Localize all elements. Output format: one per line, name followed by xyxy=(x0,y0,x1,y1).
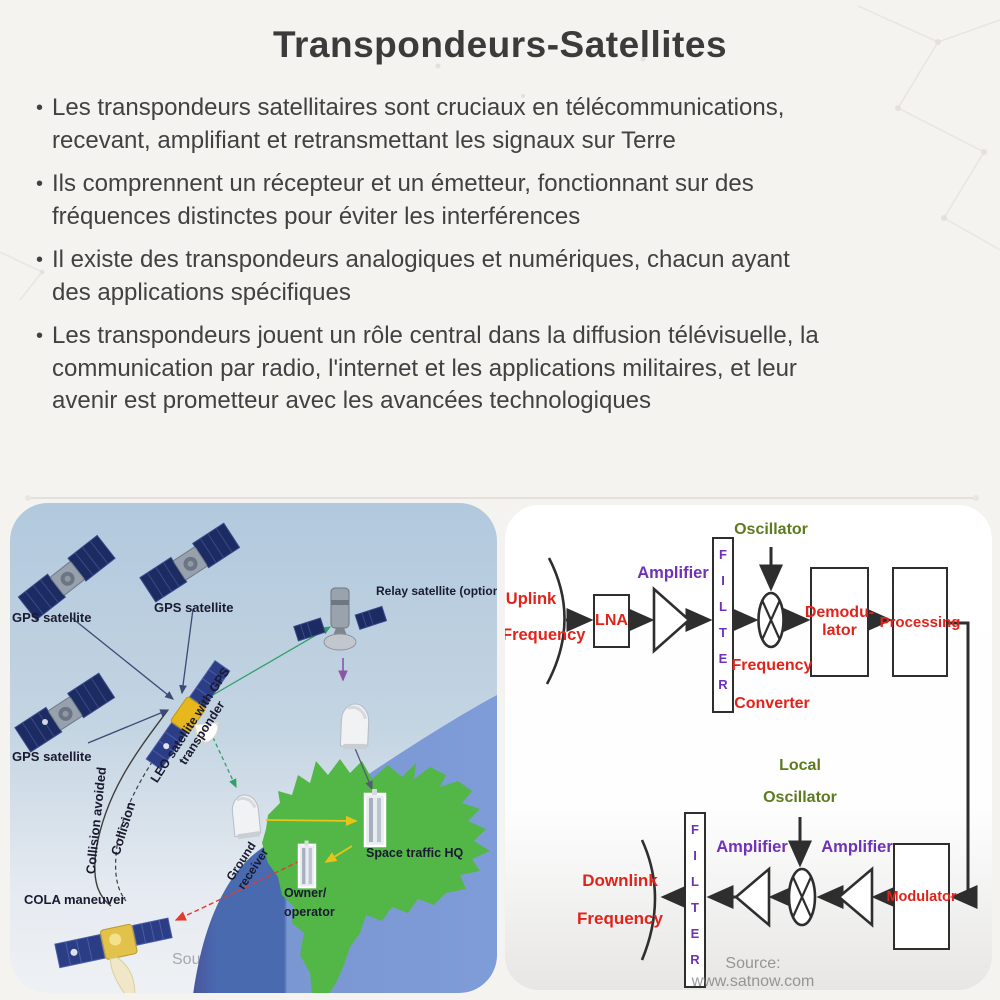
downlink-frequency-label2: Frequency xyxy=(577,909,663,928)
hq-to-owner-arrow xyxy=(324,845,353,863)
bullet-text: Ils comprennent un récepteur et un émett… xyxy=(52,170,754,197)
gps3-to-leo-arrow xyxy=(87,709,170,744)
panel-glint xyxy=(42,719,48,725)
collision-avoided-path xyxy=(94,709,169,907)
bullet-item: • Ils comprennent un récepteur et un éme… xyxy=(36,168,976,233)
ground-to-hq-arrow xyxy=(265,815,358,826)
right-source-watermark: Source: www.satnow.com xyxy=(691,955,815,990)
demodulator-box: Demodu- lator xyxy=(805,567,874,677)
bullet-text: communication par radio, l'internet et l… xyxy=(52,354,797,382)
processing-box: Processing xyxy=(880,567,960,677)
amplifier-top-label: Amplifier xyxy=(637,564,709,582)
space-traffic-hq-building xyxy=(363,787,387,848)
gps-satellite-label-2: GPS satellite xyxy=(154,600,234,615)
cola-satellite xyxy=(54,917,173,993)
lna-box: LNA xyxy=(593,594,630,648)
earth-globe xyxy=(193,695,497,993)
gps1-to-leo-arrow xyxy=(71,617,175,700)
filter-bottom-box: FILTER xyxy=(684,812,706,988)
relay-satellite xyxy=(293,587,388,651)
block-diagram-drawing xyxy=(545,547,978,961)
oscillator-top-label: Oscillator xyxy=(734,521,808,538)
bullet-text: Il existe des transpondeurs analogiques … xyxy=(52,246,790,273)
local-oscillator-label2: Oscillator xyxy=(763,789,837,806)
divider-line xyxy=(25,495,979,501)
gps2-to-leo-arrow xyxy=(179,608,194,695)
filter-top-box: FILTER xyxy=(712,537,734,713)
leo-to-ground-arrow xyxy=(209,730,237,789)
gps-satellite-3 xyxy=(14,672,116,753)
amplifier-bottom-left-label: Amplifier xyxy=(716,838,788,856)
bullet-text: Les transpondeurs satellitaires sont cru… xyxy=(52,94,785,121)
owner-operator-building xyxy=(297,839,317,889)
amplifier-bottom-right-label: Amplifier xyxy=(821,838,893,856)
leo-satellite xyxy=(145,659,231,771)
link-arrows xyxy=(71,608,373,921)
bullet-dot: • xyxy=(36,325,44,347)
gps-satellite-label-3: GPS satellite xyxy=(12,749,92,764)
bullet-item: • Les transpondeurs satellitaires sont c… xyxy=(36,92,976,157)
bullet-dot: • xyxy=(36,97,44,119)
owner-operator-label: Owner/operator xyxy=(284,886,335,919)
bullet-dot: • xyxy=(36,249,44,271)
bullet-text: Les transpondeurs jouent un rôle central… xyxy=(52,322,819,349)
bullet-text: recevant, amplifiant et retransmettant l… xyxy=(52,126,676,154)
frequency-converter-label: Frequency xyxy=(731,657,813,674)
uplink-frequency-label2: Frequency xyxy=(505,626,586,644)
bullet-text: fréquences distinctes pour éviter les in… xyxy=(52,202,581,230)
leo-to-relay-arrow xyxy=(205,626,332,700)
dish-to-hq-arrow xyxy=(353,745,373,791)
gps-satellite-1 xyxy=(17,534,116,621)
relay-ground-dish xyxy=(338,702,371,751)
amplifier-bottom-left-symbol xyxy=(733,866,771,928)
satellite-scene-drawing xyxy=(14,522,497,993)
amplifier-top-symbol xyxy=(652,586,691,654)
bullet-item: • Les transpondeurs jouent un rôle centr… xyxy=(36,320,976,418)
bullet-dot: • xyxy=(36,173,44,195)
feedback-processing-to-modulator xyxy=(948,621,978,909)
relay-satellite-label: Relay satellite (optional) xyxy=(376,584,497,598)
frequency-converter-label2: Converter xyxy=(734,695,810,712)
space-traffic-hq-label: Space traffic HQ xyxy=(366,846,464,860)
gps-satellite-label-1: GPS satellite xyxy=(12,610,92,625)
modulator-box: Modulator xyxy=(886,843,957,950)
local-oscillator-label: Local xyxy=(779,757,821,774)
amplifier-bottom-right-symbol xyxy=(836,866,874,928)
page-title: Transpondeurs-Satellites xyxy=(272,24,728,65)
downlink-frequency-label: Downlink xyxy=(582,871,658,890)
bullet-item: • Il existe des transpondeurs analogique… xyxy=(36,244,976,309)
downlink-dish-arc xyxy=(640,839,657,961)
transponder-block-diagram: LNA FILTER Demodu- lator Processing Modu… xyxy=(505,505,992,990)
uplink-frequency-label: Uplink xyxy=(505,590,557,608)
bullet-text: des applications spécifiques xyxy=(52,278,351,306)
bullet-text: avenir est prometteur avec les avancées … xyxy=(52,387,652,414)
landmass xyxy=(262,759,490,993)
cola-maneuver-label: COLA maneuver xyxy=(24,892,126,907)
gps-satellite-2 xyxy=(139,522,241,603)
bullet-list: • Les transpondeurs satellitaires sont c… xyxy=(36,92,976,429)
satellite-scene-image: Source: xyxy=(10,503,497,993)
owner-to-cola-arrow xyxy=(174,860,301,921)
uplink-dish-arc xyxy=(545,557,566,685)
